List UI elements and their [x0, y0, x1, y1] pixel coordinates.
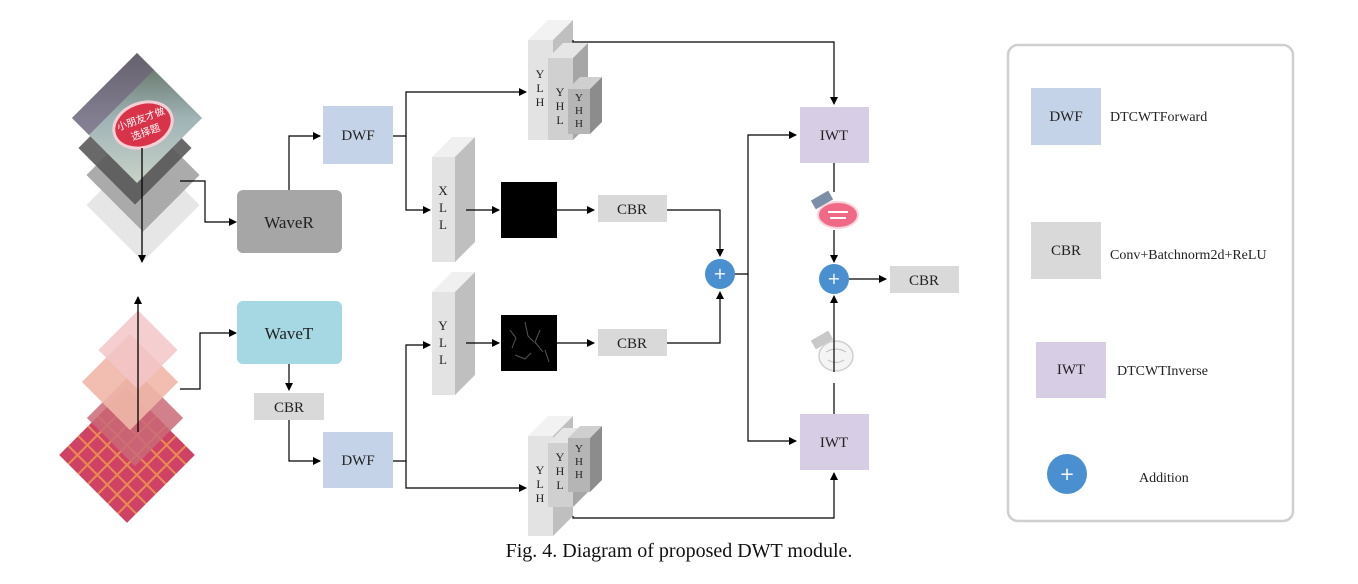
legend-dwf-key: DWF [1049, 109, 1082, 125]
cbr-yll-block: CBR [598, 329, 667, 356]
legend-cbr-desc: Conv+Batchnorm2d+ReLU [1110, 248, 1267, 263]
dwf-top-block: DWF [323, 106, 393, 164]
legend-iwt-desc: DTCWTInverse [1117, 364, 1208, 379]
cbr-yll-label: CBR [617, 336, 647, 352]
legend-iwt-key: IWT [1057, 362, 1085, 378]
dwf-bottom-block: DWF [323, 432, 393, 488]
cbr-wavet-block: CBR [254, 393, 324, 420]
iwt-top-label: IWT [820, 128, 848, 144]
cbr-wavet-label: CBR [274, 400, 304, 416]
dwf-top-label: DWF [341, 128, 374, 144]
legend-panel: DWF DTCWTForward CBR Conv+Batchnorm2d+Re… [1006, 43, 1295, 523]
addition-right-label: + [827, 269, 840, 288]
legend-cbr-key: CBR [1051, 243, 1081, 259]
waver-label: WaveR [264, 213, 314, 232]
legend-addition-key: + [1059, 464, 1074, 485]
legend-item-dwf: DWF DTCWTForward [1031, 88, 1207, 145]
iwt-top-block: IWT [800, 107, 869, 163]
cbr-xll-label: CBR [617, 202, 647, 218]
legend-item-iwt: IWT DTCWTInverse [1036, 342, 1208, 398]
input-image-stack-top: 小朋友才做 选择题 [71, 52, 203, 263]
input-image-stack-bottom [59, 296, 195, 523]
addition-node-right: + [819, 264, 849, 294]
iwt-bottom-block: IWT [800, 414, 869, 470]
legend-addition-desc: Addition [1139, 471, 1189, 486]
figure-caption: Fig. 4. Diagram of proposed DWT module. [505, 540, 853, 562]
dwf-bottom-label: DWF [341, 453, 374, 469]
cbr-output-block: CBR [890, 266, 959, 293]
xll-feature-map [501, 182, 557, 238]
wavet-label: WaveT [265, 324, 314, 343]
legend-dwf-desc: DTCWTForward [1110, 110, 1207, 125]
reconstructed-image-top [810, 190, 859, 229]
speech-bubble-sign: 小朋友才做 选择题 [112, 100, 174, 150]
cbr-output-label: CBR [909, 273, 939, 289]
iwt-bottom-label: IWT [820, 435, 848, 451]
addition-node-left: + [705, 259, 735, 289]
wavet-block: WaveT [237, 301, 342, 364]
waver-block: WaveR [237, 190, 342, 253]
reconstructed-image-bottom [810, 330, 854, 372]
yll-feature-map [501, 315, 557, 371]
cbr-xll-block: CBR [598, 195, 667, 222]
legend-item-addition: + Addition [1047, 454, 1189, 494]
legend-item-cbr: CBR Conv+Batchnorm2d+ReLU [1031, 222, 1267, 279]
addition-left-label: + [713, 264, 726, 283]
